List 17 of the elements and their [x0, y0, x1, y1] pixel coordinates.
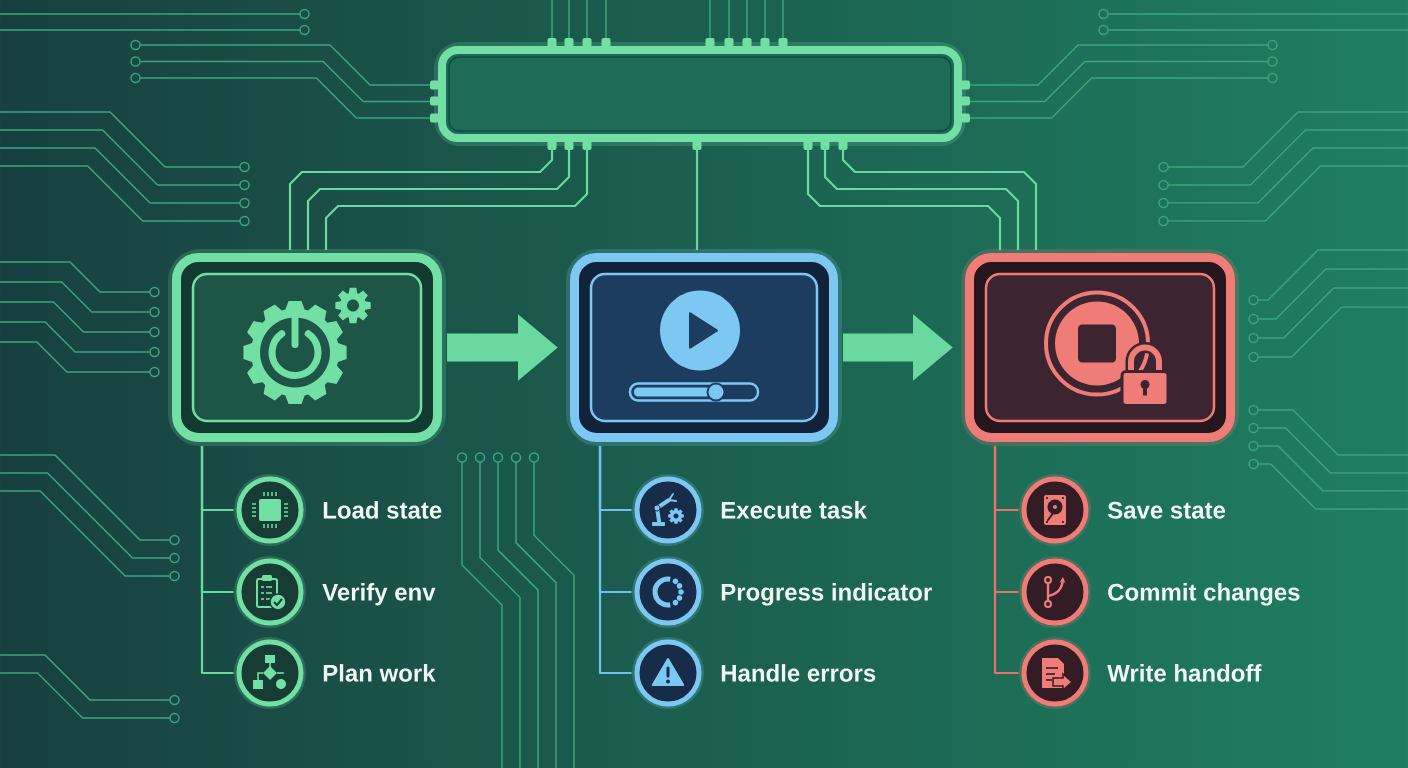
- item-label: Plan work: [323, 664, 436, 682]
- connector-line: [598, 446, 632, 675]
- item-label: Handle errors: [721, 664, 876, 682]
- chip-box: [430, 38, 970, 150]
- circuit-trace: [695, 146, 699, 250]
- circuit-trace: [806, 146, 1002, 250]
- circuit-trace: [823, 146, 1020, 250]
- item-label: Save state: [1107, 501, 1226, 519]
- item-label: Load state: [323, 501, 442, 519]
- item-label: Write handoff: [1107, 664, 1262, 682]
- item-label: Execute task: [721, 501, 867, 519]
- connector-line: [200, 446, 234, 675]
- connector-line: [993, 446, 1019, 675]
- item-label: Commit changes: [1108, 583, 1300, 606]
- item-label: Verify env: [322, 583, 436, 606]
- item-label: Progress indicator: [721, 583, 932, 606]
- circuit-trace: [841, 146, 1038, 250]
